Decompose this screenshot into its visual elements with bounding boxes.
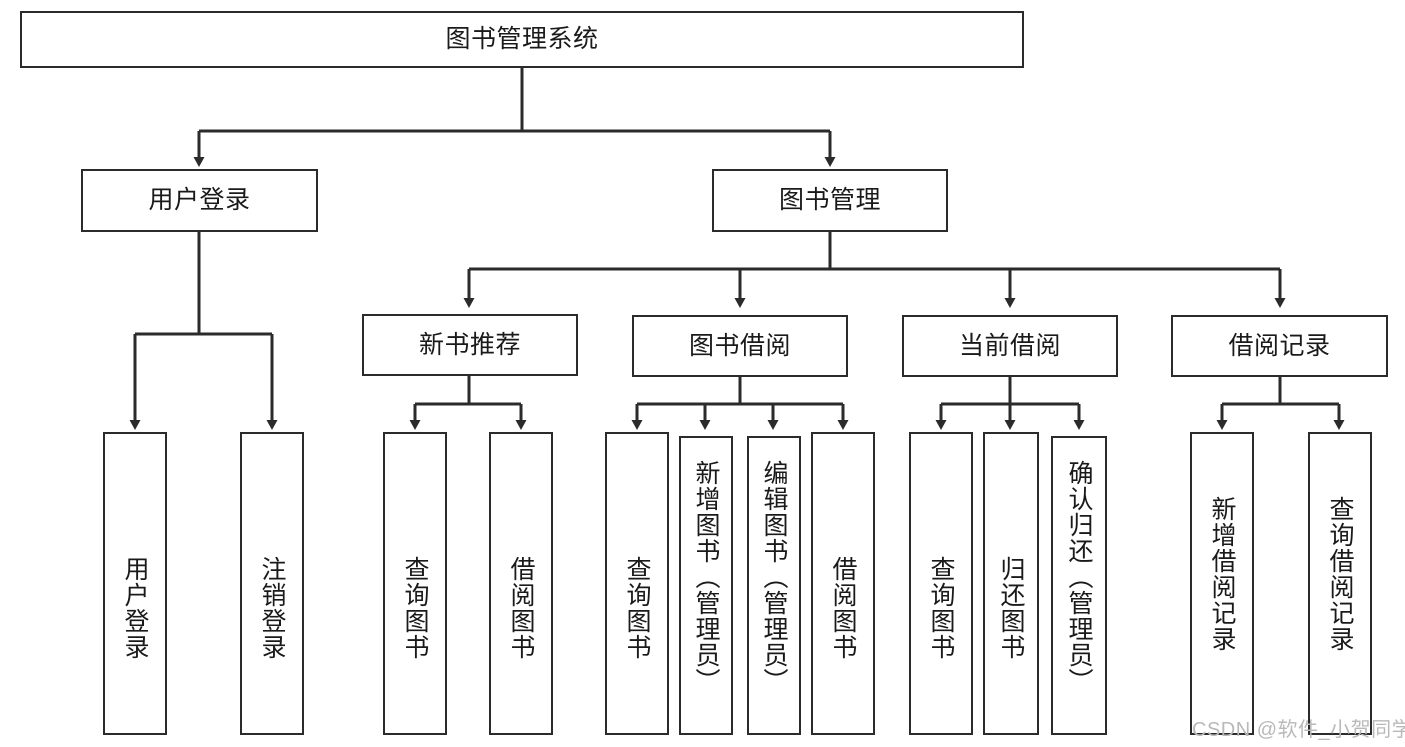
- node-current-borrow[interactable]: 当前借阅: [902, 315, 1118, 377]
- node-label: 用户登录: [121, 556, 149, 660]
- leaf-query-borrow-record[interactable]: 查询借阅记录: [1308, 432, 1372, 735]
- node-label: 归还图书: [997, 556, 1025, 660]
- leaf-borrow-book-recommend[interactable]: 借阅图书: [489, 432, 553, 735]
- node-label: 图书管理: [778, 186, 881, 215]
- node-new-book-recommend[interactable]: 新书推荐: [362, 314, 578, 376]
- csdn-watermark: CSDN @软件_小贺同学: [1192, 719, 1405, 741]
- node-label: 用户登录: [148, 186, 251, 215]
- node-book-management-system[interactable]: 图书管理系统: [20, 11, 1024, 68]
- leaf-borrow-book-borrow[interactable]: 借阅图书: [811, 432, 875, 735]
- node-label: 图书借阅: [688, 331, 791, 360]
- node-label: 查询图书: [401, 556, 429, 660]
- node-label: 确认归还（管理员）: [1065, 460, 1093, 694]
- node-label: 新书推荐: [418, 330, 521, 359]
- node-book-management[interactable]: 图书管理: [712, 169, 948, 232]
- node-label: 图书管理系统: [445, 25, 599, 54]
- node-label: 查询借阅记录: [1326, 496, 1354, 652]
- node-label: 借阅记录: [1228, 331, 1331, 360]
- node-book-borrow[interactable]: 图书借阅: [632, 315, 848, 377]
- node-label: 借阅图书: [829, 556, 857, 660]
- node-borrow-record[interactable]: 借阅记录: [1171, 315, 1388, 377]
- node-label: 新增图书（管理员）: [692, 460, 720, 694]
- leaf-edit-book-admin[interactable]: 编辑图书（管理员）: [747, 436, 801, 735]
- node-label: 编辑图书（管理员）: [760, 460, 788, 694]
- node-label: 注销登录: [258, 556, 286, 660]
- leaf-add-borrow-record[interactable]: 新增借阅记录: [1190, 432, 1254, 735]
- leaf-query-book-current[interactable]: 查询图书: [909, 432, 973, 735]
- leaf-query-book-recommend[interactable]: 查询图书: [383, 432, 447, 735]
- node-label: 借阅图书: [507, 556, 535, 660]
- node-user-login[interactable]: 用户登录: [81, 169, 318, 232]
- leaf-confirm-return-admin[interactable]: 确认归还（管理员）: [1051, 436, 1107, 735]
- leaf-add-book-admin[interactable]: 新增图书（管理员）: [679, 436, 733, 735]
- leaf-return-book[interactable]: 归还图书: [983, 432, 1039, 735]
- node-label: 查询图书: [927, 556, 955, 660]
- node-label: 当前借阅: [958, 331, 1061, 360]
- leaf-user-login[interactable]: 用户登录: [103, 432, 167, 735]
- leaf-query-book-borrow[interactable]: 查询图书: [605, 432, 669, 735]
- node-label: 新增借阅记录: [1208, 496, 1236, 652]
- leaf-logout-login[interactable]: 注销登录: [240, 432, 304, 735]
- node-label: 查询图书: [623, 556, 651, 660]
